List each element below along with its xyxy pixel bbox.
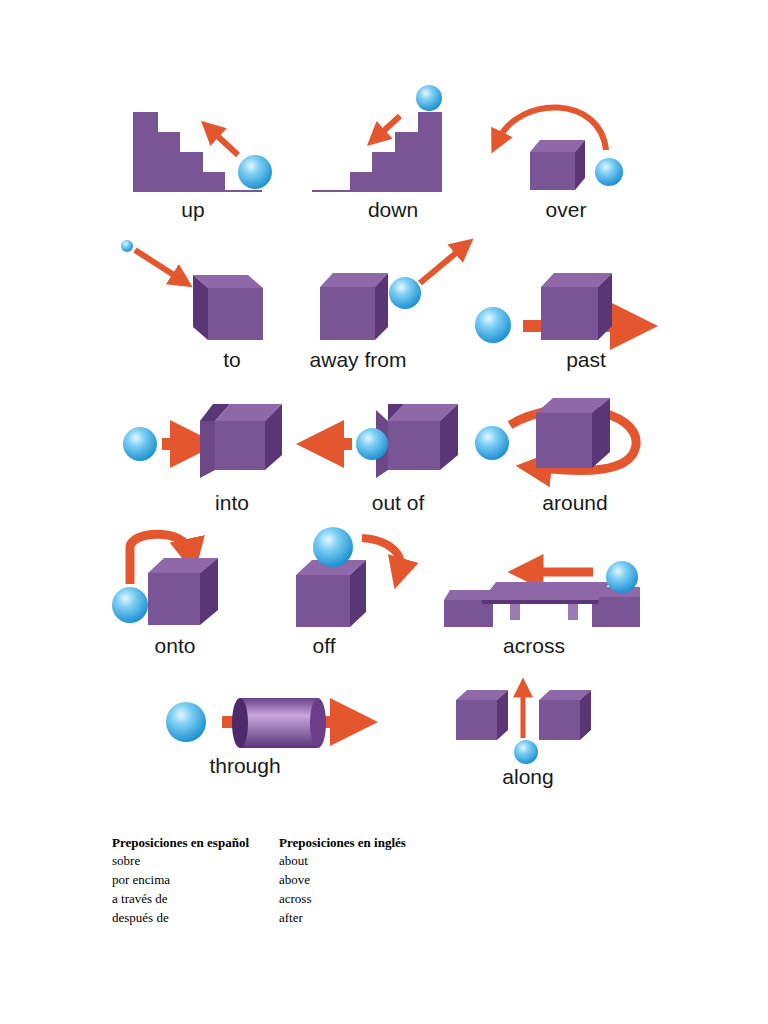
table-cell: above xyxy=(279,872,310,888)
purple-shapes xyxy=(541,287,598,340)
preposition-label: to xyxy=(223,348,241,372)
blue-balls xyxy=(313,527,353,567)
motion-arrows xyxy=(530,568,593,577)
blue-balls xyxy=(123,427,157,461)
blue-balls xyxy=(416,85,442,111)
motion-arrows xyxy=(510,409,636,471)
motion-arrows xyxy=(521,690,526,738)
motion-arrows xyxy=(326,438,352,450)
purple-shapes xyxy=(536,413,592,468)
motion-arrows xyxy=(135,250,180,279)
blue-balls xyxy=(356,428,388,460)
purple-shapes xyxy=(200,421,215,478)
table-cell: after xyxy=(279,910,303,926)
table-cell: about xyxy=(279,853,308,869)
preposition-label: into xyxy=(215,491,249,515)
purple-shapes xyxy=(265,404,282,470)
purple-shapes xyxy=(440,404,458,470)
preposition-label: across xyxy=(503,634,565,658)
blue-balls xyxy=(514,740,538,764)
preposition-label: through xyxy=(209,754,280,778)
blue-balls xyxy=(606,561,638,593)
blue-balls xyxy=(166,702,206,742)
purple-shapes xyxy=(148,573,200,625)
purple-shapes xyxy=(592,597,640,627)
blue-balls xyxy=(121,240,133,252)
purple-shapes xyxy=(240,698,318,748)
preposition-label: out of xyxy=(372,491,425,515)
preposition-label: off xyxy=(313,634,336,658)
preposition-label: around xyxy=(542,491,607,515)
purple-shapes xyxy=(539,700,580,740)
purple-shapes xyxy=(580,690,591,740)
purple-shapes xyxy=(320,287,375,340)
blue-balls xyxy=(112,85,638,764)
motion-arrows xyxy=(212,131,238,155)
purple-shapes xyxy=(388,421,440,470)
preposition-label: along xyxy=(502,765,553,789)
purple-shapes xyxy=(310,698,326,748)
blue-balls xyxy=(389,277,421,309)
table-cell: después de xyxy=(112,910,169,926)
purple-shapes xyxy=(482,600,598,604)
blue-balls xyxy=(595,158,623,186)
preposition-label: over xyxy=(546,198,587,222)
motion-arrows xyxy=(162,438,188,450)
purple-shapes xyxy=(232,698,248,748)
purple-shapes xyxy=(388,404,404,421)
preposition-label: past xyxy=(566,348,606,372)
blue-balls xyxy=(238,155,272,189)
purple-shapes xyxy=(592,398,610,468)
purple-shapes xyxy=(296,575,350,627)
blue-balls xyxy=(112,587,148,623)
table-header: Preposiciones en español xyxy=(112,835,249,851)
purple-shapes xyxy=(200,558,218,625)
purple-shapes xyxy=(350,560,366,627)
table-header: Preposiciones en inglés xyxy=(279,835,406,851)
purple-shapes xyxy=(456,700,497,740)
motion-arrows xyxy=(362,538,401,570)
preposition-label: away from xyxy=(310,348,407,372)
purple-shapes xyxy=(133,112,640,748)
purple-shapes xyxy=(530,152,575,190)
purple-shapes xyxy=(482,582,610,600)
purple-shapes xyxy=(444,600,493,627)
motion-arrows xyxy=(130,107,636,738)
purple-shapes xyxy=(193,275,208,340)
table-cell: sobre xyxy=(112,853,140,869)
preposition-label: up xyxy=(181,198,204,222)
blue-balls xyxy=(475,307,511,343)
motion-arrows xyxy=(420,248,462,283)
purple-shapes xyxy=(598,273,612,340)
table-cell: a través de xyxy=(112,891,168,907)
purple-shapes xyxy=(375,273,388,340)
purple-shapes xyxy=(575,140,585,190)
table-cell: across xyxy=(279,891,312,907)
purple-shapes xyxy=(208,288,263,340)
purple-shapes xyxy=(215,421,265,470)
purple-shapes xyxy=(497,690,508,740)
blue-balls xyxy=(475,426,509,460)
table-cell: por encima xyxy=(112,872,170,888)
preposition-label: onto xyxy=(155,634,196,658)
purple-shapes xyxy=(312,112,442,192)
preposition-label: down xyxy=(368,198,418,222)
